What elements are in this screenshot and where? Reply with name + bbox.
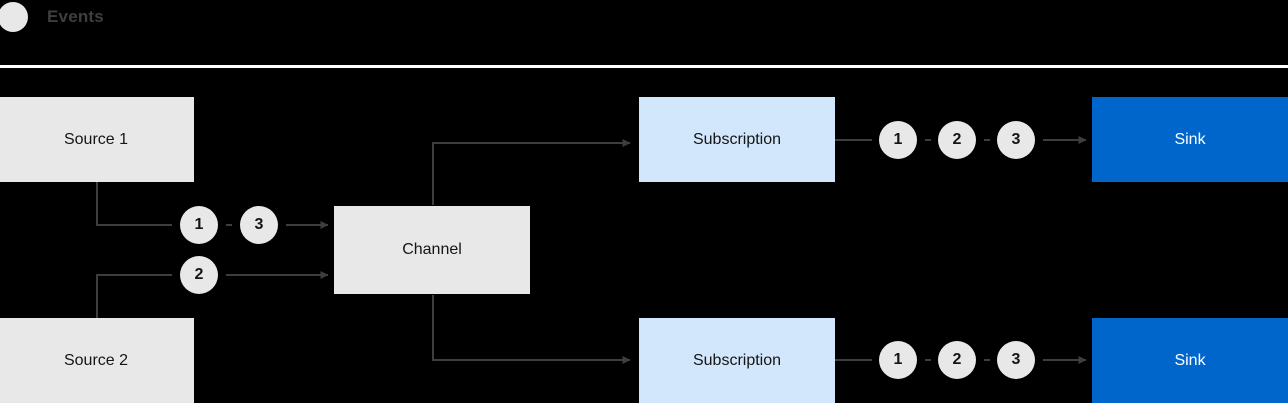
event-badge-label: 1 (893, 351, 903, 368)
node-source-1[interactable]: Source 1 (0, 97, 194, 182)
event-badge-label: 3 (254, 216, 264, 233)
node-sink-top[interactable]: Sink (1092, 97, 1288, 182)
event-badge-label: 2 (194, 266, 204, 283)
event-badge-label: 2 (952, 351, 962, 368)
node-subscription-top[interactable]: Subscription (639, 97, 835, 182)
node-channel[interactable]: Channel (334, 206, 530, 294)
event-dot-icon (0, 1, 28, 32)
event-badge-label: 2 (952, 131, 962, 148)
event-badge: 2 (180, 256, 218, 294)
event-badge-label: 1 (194, 216, 204, 233)
event-badge: 2 (938, 121, 976, 159)
node-sink-bottom[interactable]: Sink (1092, 318, 1288, 403)
event-badge: 1 (879, 341, 917, 379)
event-badge-label: 3 (1011, 131, 1021, 148)
node-source-2-label: Source 2 (63, 351, 129, 369)
event-badge: 2 (938, 341, 976, 379)
event-badge-label: 3 (1011, 351, 1021, 368)
node-channel-label: Channel (402, 241, 462, 258)
node-sink-top-label: Sink (1174, 130, 1206, 148)
node-subscription-bottom[interactable]: Subscription (639, 318, 835, 403)
node-subscription-top-label: Subscription (692, 130, 782, 148)
node-source-2[interactable]: Source 2 (0, 318, 194, 403)
event-badge-label: 1 (893, 131, 903, 148)
event-badge: 3 (240, 206, 278, 244)
header-divider (0, 65, 1288, 68)
event-badge: 1 (180, 206, 218, 244)
event-badge: 3 (997, 121, 1035, 159)
node-subscription-bottom-label: Subscription (692, 351, 782, 369)
legend-label: Events (47, 6, 104, 26)
event-badge: 1 (879, 121, 917, 159)
node-sink-bottom-label: Sink (1174, 351, 1206, 369)
legend: Events (0, 0, 1288, 33)
node-source-1-label: Source 1 (63, 130, 129, 148)
event-badge: 3 (997, 341, 1035, 379)
